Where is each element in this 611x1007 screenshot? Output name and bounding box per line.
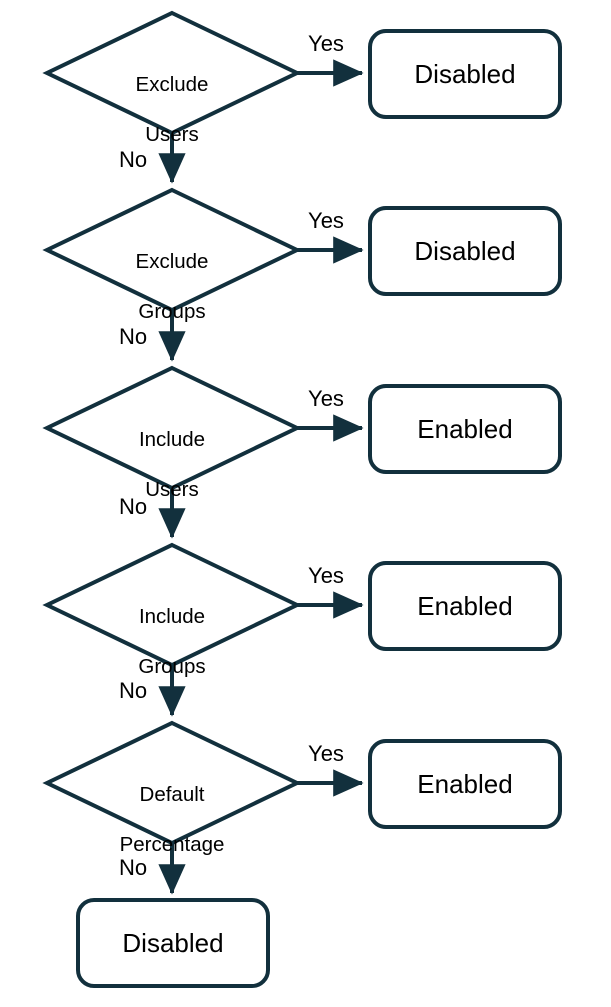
outcome-box-4[interactable] [368,561,562,651]
decision-shape-include-users[interactable] [42,365,302,491]
edge-label-yes-exclude-users: Yes [308,31,344,56]
decision-shape-exclude-users[interactable] [42,10,302,136]
edge-label-yes-exclude-groups: Yes [308,208,344,233]
outcome-box-3[interactable] [368,384,562,474]
decision-shape-exclude-groups[interactable] [42,187,302,313]
edge-label-no-default-percentage: No [118,855,148,880]
edge-label-yes-include-groups: Yes [308,563,344,588]
outcome-box-final[interactable] [76,898,270,988]
edge-label-yes-include-users: Yes [308,386,344,411]
edge-label-no-include-groups: No [118,678,148,703]
edge-label-yes-default-percentage: Yes [308,741,344,766]
decision-shape-include-groups[interactable] [42,542,302,668]
edge-label-no-include-users: No [118,494,148,519]
edge-label-no-exclude-users: No [118,147,148,172]
edge-label-no-exclude-groups: No [118,324,148,349]
outcome-box-2[interactable] [368,206,562,296]
decision-shape-default-percentage[interactable] [42,720,302,846]
outcome-box-5[interactable] [368,739,562,829]
outcome-box-1[interactable] [368,29,562,119]
